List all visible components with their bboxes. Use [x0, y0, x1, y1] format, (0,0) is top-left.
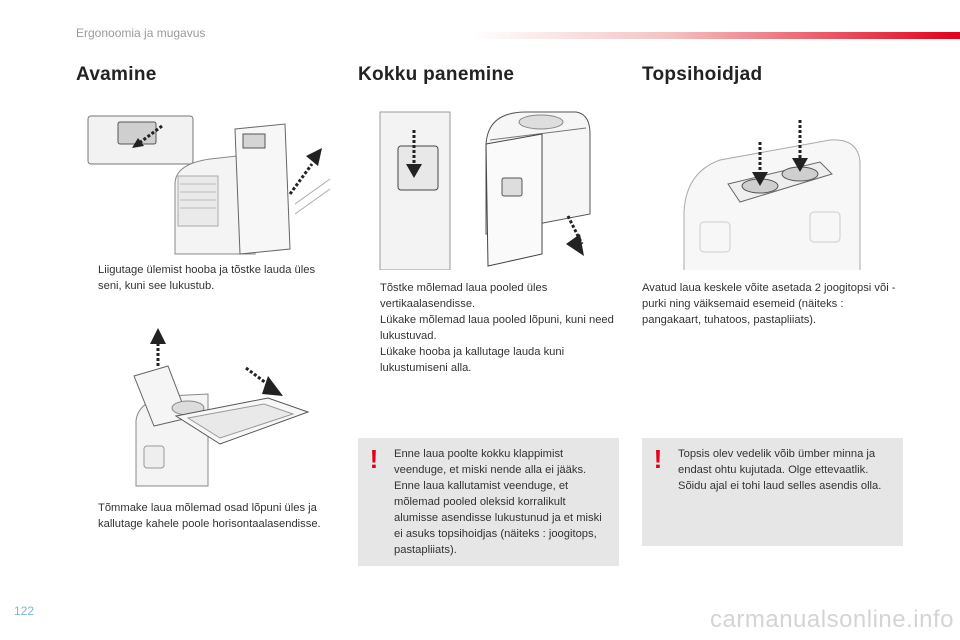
- header-accent-bar: [470, 32, 960, 39]
- list-item: Tõstke mõlemad laua pooled üles vertikaa…: [358, 280, 618, 312]
- avamine-step1-text: Liigutage ülemist hooba ja tõstke lauda …: [98, 264, 316, 292]
- warning-icon: !: [369, 444, 379, 474]
- kokku-step-2-text: Lükake mõlemad laua pooled lõpuni, kuni …: [380, 314, 614, 342]
- illustration-cup-holders: [683, 120, 861, 270]
- list-item: Liigutage ülemist hooba ja tõstke lauda …: [76, 262, 326, 294]
- kokku-step-3-text: Lükake hooba ja kallutage lauda kuni luk…: [380, 346, 565, 374]
- warning-text-cups: Topsis olev vedelik võib ümber minna ja …: [678, 448, 882, 492]
- warning-icon: !: [653, 444, 663, 474]
- illustration-open-tilt: [133, 328, 310, 487]
- title-topsihoidjad: Topsihoidjad: [642, 64, 763, 85]
- avamine-step1-list: Liigutage ülemist hooba ja tõstke lauda …: [76, 262, 326, 294]
- title-avamine: Avamine: [76, 64, 157, 85]
- topsi-description: Avatud laua keskele võite asetada 2 joog…: [642, 282, 896, 326]
- warning-box-fold: ! Enne laua poolte kokku klappimist veen…: [358, 438, 619, 566]
- section-header: Ergonoomia ja mugavus: [76, 26, 206, 40]
- avamine-step2-list: Tõmmake laua mõlemad osad lõpuni üles ja…: [76, 500, 326, 532]
- watermark: carmanualsonline.info: [710, 606, 954, 633]
- list-item: Tõmmake laua mõlemad osad lõpuni üles ja…: [76, 500, 326, 532]
- warning-box-cups: ! Topsis olev vedelik võib ümber minna j…: [642, 438, 903, 546]
- warning-text-fold: Enne laua poolte kokku klappimist veendu…: [394, 448, 602, 556]
- page-number: 122: [14, 604, 35, 618]
- avamine-step2-text: Tõmmake laua mõlemad osad lõpuni üles ja…: [98, 502, 321, 530]
- list-item: Lükake hooba ja kallutage lauda kuni luk…: [358, 344, 618, 376]
- illustration-fold: [379, 111, 591, 270]
- list-item: Lükake mõlemad laua pooled lõpuni, kuni …: [358, 312, 618, 344]
- kokku-steps-list: Tõstke mõlemad laua pooled üles vertikaa…: [358, 280, 618, 376]
- kokku-step-1-text: Tõstke mõlemad laua pooled üles vertikaa…: [380, 282, 548, 310]
- illustration-open-lift: [87, 115, 331, 255]
- title-kokku-panemine: Kokku panemine: [358, 64, 515, 85]
